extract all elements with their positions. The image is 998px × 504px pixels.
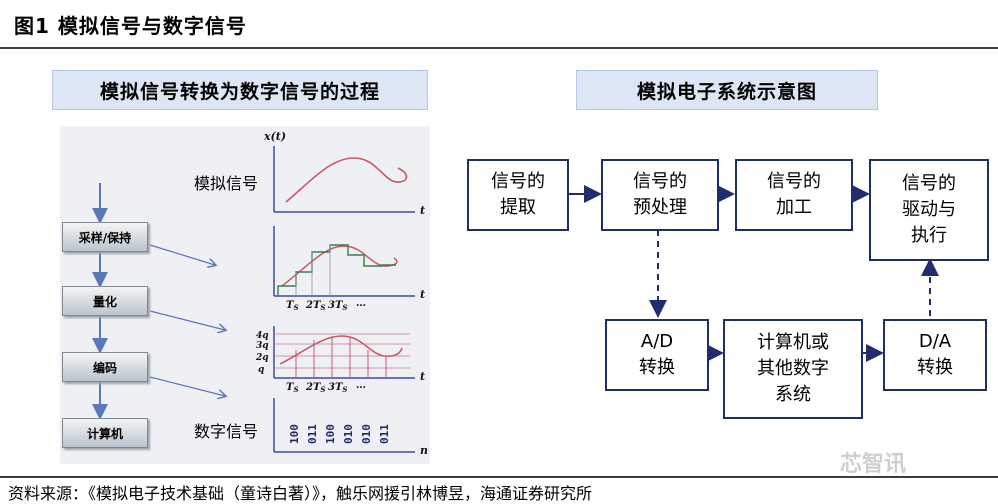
g3-analog-curve <box>279 335 403 365</box>
box-computer: 计算机或 其他数字 系统 <box>723 319 863 419</box>
code-3: 100 <box>324 424 337 444</box>
q-level-4: 4q <box>256 331 269 341</box>
left-banner: 模拟信号转换为数字信号的过程 <box>52 70 428 110</box>
pointer-arrow-1 <box>149 244 215 265</box>
flow-step-quantize: 量化 <box>62 286 148 316</box>
g3-tick-more: … <box>356 380 366 391</box>
right-banner: 模拟电子系统示意图 <box>576 70 878 110</box>
code-5: 010 <box>360 424 373 444</box>
q-level-1: q <box>258 365 264 375</box>
g4-n-label: n <box>420 444 428 457</box>
bottom-rule <box>0 476 998 478</box>
top-rule <box>0 47 998 49</box>
box-signal-drive: 信号的 驱动与 执行 <box>869 159 989 261</box>
q-level-3: 3q <box>256 341 269 351</box>
g3-tick-2: 2TS <box>305 382 325 394</box>
code-1: 100 <box>288 424 301 444</box>
flow-step-encode: 编码 <box>62 352 148 382</box>
q-level-2: 2q <box>255 353 269 363</box>
box-da-convert: D/A 转换 <box>883 319 987 391</box>
code-6: 011 <box>378 424 391 444</box>
g3-tick-3: 3TS <box>328 382 347 394</box>
g2-t-label: t <box>420 288 425 301</box>
g1-t-label: t <box>420 204 425 217</box>
box-signal-preprocess: 信号的 预处理 <box>601 159 719 231</box>
g3-tick-1: TS <box>286 382 299 394</box>
digital-signal-label: 数字信号 <box>194 422 259 441</box>
g2-tick-more: … <box>356 298 366 309</box>
analog-signal-label: 模拟信号 <box>194 174 259 193</box>
g1-analog-curve <box>285 157 408 203</box>
figure-title: 图1 模拟信号与数字信号 <box>14 14 247 38</box>
source-note: 资料来源：《模拟电子技术基础（童诗白著）》，触乐网援引林博昱，海通证券研究所 <box>8 484 593 503</box>
flow-step-computer: 计算机 <box>62 418 148 448</box>
g3-t-label: t <box>420 370 425 383</box>
g2-tick-1: TS <box>286 300 299 312</box>
xt-axis-label: x(t) <box>263 130 286 143</box>
g2-tick-3: 3TS <box>328 300 347 312</box>
flow-step-sample: 采样/保持 <box>62 222 148 252</box>
signal-graphs: x(t) t t TS 2TS 3TS … t 4q <box>255 130 428 457</box>
g2-tick-2: 2TS <box>305 300 325 312</box>
box-ad-convert: A/D 转换 <box>605 319 709 391</box>
watermark: 芯智讯 <box>840 452 907 477</box>
code-4: 010 <box>342 424 355 444</box>
code-2: 011 <box>306 424 319 444</box>
pointer-arrow-3 <box>149 376 225 396</box>
box-signal-extract: 信号的 提取 <box>467 159 569 231</box>
pointer-arrow-2 <box>149 310 225 330</box>
box-signal-process: 信号的 加工 <box>735 159 853 231</box>
